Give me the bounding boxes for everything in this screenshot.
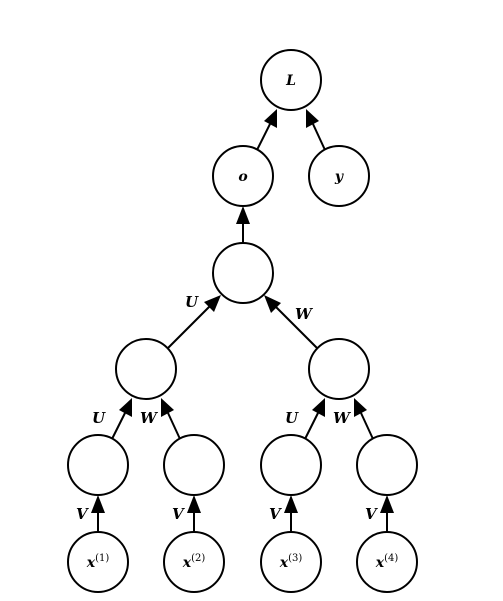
arrowhead-n2-root [264,295,281,313]
node-leaf-hidden-2 [163,434,225,496]
edge-label-v-3: V [269,505,282,523]
edge-label-u-1: U [92,409,106,427]
node-input-x2: x(2) [163,531,225,593]
edge-label-v-2: V [172,505,185,523]
edge-label-w-3: W [295,305,314,323]
edge-output-to-loss [256,123,271,151]
node-root-hidden [212,242,274,304]
node-hidden-left [115,338,177,400]
edge-label-v-4: V [365,505,378,523]
node-input-x3: x(3) [260,531,322,593]
arrowhead-x1-h1 [91,495,105,513]
arrowhead-h3-n2 [312,398,325,417]
node-input-x4-label: x(4) [375,553,399,571]
node-input-x3-label: x(3) [279,553,303,571]
edge-n1-to-root [167,305,211,349]
edge-labels: V V V V U W U W U W [76,293,378,523]
edge-label-u-2: U [285,409,299,427]
edge-h4-to-n2 [360,412,374,440]
nodes: L o y x(1) x(2) x(3) [67,49,418,593]
node-leaf-hidden-4 [356,434,418,496]
edge-label-w-2: W [333,409,352,427]
edge-target-to-loss [312,123,326,151]
arrowhead-x3-h3 [284,495,298,513]
arrowhead-target-loss [306,109,319,128]
node-target-label: y [334,169,344,185]
arrowhead-n1-root [204,295,221,312]
arrowhead-x4-h4 [380,495,394,513]
arrowhead-x2-h2 [187,495,201,513]
arrowhead-output-loss [264,109,277,128]
node-loss: L [260,49,322,111]
edge-label-u-3: U [185,293,199,311]
edge-h2-to-n1 [167,412,181,440]
edge-h3-to-n2 [304,412,319,440]
edges [91,109,394,532]
node-hidden-right [308,338,370,400]
node-output: o [212,145,274,207]
edge-label-v-1: V [76,505,89,523]
arrowhead-h1-n1 [119,398,132,417]
edge-n2-to-root [275,306,318,349]
node-input-x4: x(4) [356,531,418,593]
node-target: y [308,145,370,207]
node-input-x1: x(1) [67,531,129,593]
node-leaf-hidden-3 [260,434,322,496]
node-input-x1-label: x(1) [86,553,110,571]
arrowhead-h2-n1 [161,398,174,417]
edge-h1-to-n1 [111,412,126,440]
node-input-x2-label: x(2) [182,553,206,571]
arrowhead-h4-n2 [354,398,367,417]
node-output-label: o [238,169,247,185]
node-leaf-hidden-1 [67,434,129,496]
node-loss-label: L [285,73,296,89]
edge-label-w-1: W [140,409,159,427]
arrowhead-root-output [236,206,250,224]
